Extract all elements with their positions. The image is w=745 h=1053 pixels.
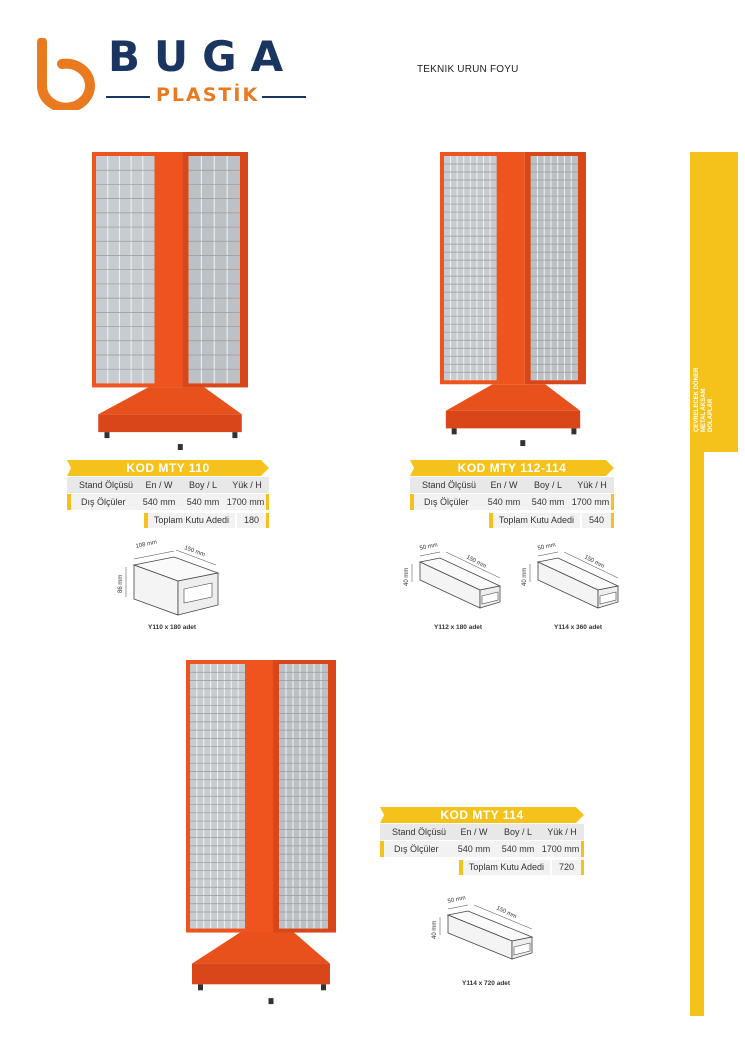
boy-label: Boy / L	[533, 480, 562, 490]
brand-sub: PLASTİK	[156, 84, 260, 106]
yuk-label: Yük / H	[547, 827, 577, 837]
en-value: 540 mm	[487, 497, 521, 507]
spec-header-row: Stand Ölçüsü En / W Boy / L Yük / H	[410, 477, 614, 493]
spec-title: KOD MTY 114	[380, 807, 584, 823]
en-value: 540 mm	[457, 844, 491, 854]
boy-value: 540 mm	[501, 844, 535, 854]
boy-label: Boy / L	[188, 480, 217, 490]
en-label: En / W	[460, 827, 488, 837]
stand-base-top	[98, 387, 242, 415]
spec-title: KOD MTY 112-114	[410, 460, 614, 476]
logo-b-mark	[37, 38, 95, 110]
product-image-mty-114	[186, 660, 336, 1005]
side-label-line-1: ÇEVRELECEK DÖNER	[694, 367, 700, 432]
dim-height: 40 mm	[404, 568, 410, 586]
diagram-caption-y114-b: Y114 x 720 adet	[462, 980, 511, 987]
drawer-diagram-y110: 108 mm 150 mm 86 mm	[112, 535, 222, 625]
side-label-line-3: DOLAPLAR	[708, 398, 714, 432]
total-value: 180	[236, 513, 269, 528]
total-value: 540	[581, 513, 614, 528]
spec-table-mty-110: KOD MTY 110 Stand Ölçüsü En / W Boy / L …	[67, 460, 269, 528]
dim-width: 50 mm	[537, 542, 556, 552]
document-title: TEKNIK URUN FOYU	[417, 64, 519, 75]
dim-length: 150 mm	[183, 545, 205, 558]
side-category-tab	[690, 152, 738, 452]
diagram-caption-y114-a: Y114 x 360 adet	[554, 624, 603, 631]
drawer-diagram-y112: 50 mm 150 mm 40 mm	[400, 540, 504, 620]
stand-label: Stand Ölçüsü	[79, 480, 134, 490]
dim-height: 40 mm	[522, 568, 528, 586]
stand-foot	[451, 428, 457, 435]
stand-base-top	[192, 932, 330, 964]
spec-title: KOD MTY 110	[67, 460, 269, 476]
stand-foot	[232, 432, 238, 439]
en-label: En / W	[145, 480, 173, 490]
brand-line-left	[106, 96, 150, 98]
stand-foot	[104, 432, 110, 439]
dim-width: 108 mm	[135, 540, 157, 550]
diagram-caption-y112: Y112 x 180 adet	[434, 624, 483, 631]
boy-label: Boy / L	[503, 827, 532, 837]
stand-foot	[177, 444, 183, 450]
dis-label: Dış Ölçüler	[410, 494, 482, 510]
dim-height: 86 mm	[118, 575, 124, 593]
brand-line-right	[262, 96, 306, 98]
spec-value-row: Dış Ölçüler 540 mm 540 mm 1700 mm	[380, 841, 584, 857]
total-value: 720	[551, 860, 584, 875]
stand-base-front	[192, 963, 330, 985]
total-label: Toplam Kutu Adedi	[143, 513, 235, 528]
yuk-value: 1700 mm	[570, 494, 614, 510]
dis-label: Dış Ölçüler	[380, 841, 452, 857]
spec-value-row: Dış Ölçüler 540 mm 540 mm 1700 mm	[67, 494, 269, 510]
product-image-mty-110	[92, 152, 248, 450]
drawer-diagram-y114-a: 50 mm 150 mm 40 mm	[518, 540, 622, 620]
brand-logo: BUGA PLASTİK	[34, 32, 314, 114]
dis-label: Dış Ölçüler	[67, 494, 137, 510]
total-label: Toplam Kutu Adedi	[458, 860, 550, 875]
drawer-diagram-y114-b: 50 mm 150 mm 40 mm	[428, 893, 538, 973]
spec-value-row: Dış Ölçüler 540 mm 540 mm 1700 mm	[410, 494, 614, 510]
spec-header-row: Stand Ölçüsü En / W Boy / L Yük / H	[380, 824, 584, 840]
boy-value: 540 mm	[531, 497, 565, 507]
stand-foot	[520, 440, 526, 446]
total-row: Toplam Kutu Adedi 720	[380, 860, 584, 875]
stand-foot	[198, 984, 203, 991]
diagram-caption-y110: Y110 x 180 adet	[148, 624, 197, 631]
stand-base-top	[445, 384, 581, 411]
yuk-value: 1700 mm	[225, 494, 269, 510]
side-category-label: ÇEVRELECEK DÖNER METAL AKSAM DOLAPLAR	[694, 352, 715, 432]
stand-foot	[321, 984, 326, 991]
stand-base-front	[445, 410, 581, 429]
spec-table-mty-114: KOD MTY 114 Stand Ölçüsü En / W Boy / L …	[380, 807, 584, 875]
yuk-value: 1700 mm	[540, 841, 584, 857]
spec-table-mty-112-114: KOD MTY 112-114 Stand Ölçüsü En / W Boy …	[410, 460, 614, 528]
stand-label: Stand Ölçüsü	[422, 480, 477, 490]
total-row: Toplam Kutu Adedi 540	[410, 513, 614, 528]
dim-length: 150 mm	[583, 554, 605, 569]
total-row: Toplam Kutu Adedi 180	[67, 513, 269, 528]
dim-width: 50 mm	[419, 542, 438, 552]
product-image-mty-112-114	[440, 152, 586, 446]
dim-length: 150 mm	[465, 554, 487, 569]
spec-header-row: Stand Ölçüsü En / W Boy / L Yük / H	[67, 477, 269, 493]
dim-width: 50 mm	[447, 895, 466, 905]
dim-height: 40 mm	[432, 921, 438, 939]
en-label: En / W	[490, 480, 518, 490]
en-value: 540 mm	[142, 497, 176, 507]
total-label: Toplam Kutu Adedi	[488, 513, 580, 528]
brand-name: BUGA	[108, 32, 298, 81]
boy-value: 540 mm	[186, 497, 220, 507]
stand-foot	[571, 428, 577, 435]
stand-foot	[268, 998, 274, 1005]
yuk-label: Yük / H	[577, 480, 607, 490]
stand-label: Stand Ölçüsü	[392, 827, 447, 837]
side-label-line-2: METAL AKSAM	[701, 388, 707, 432]
yuk-label: Yük / H	[232, 480, 262, 490]
stand-base-front	[98, 414, 242, 433]
brand-sub-wrap: PLASTİK	[106, 84, 306, 108]
